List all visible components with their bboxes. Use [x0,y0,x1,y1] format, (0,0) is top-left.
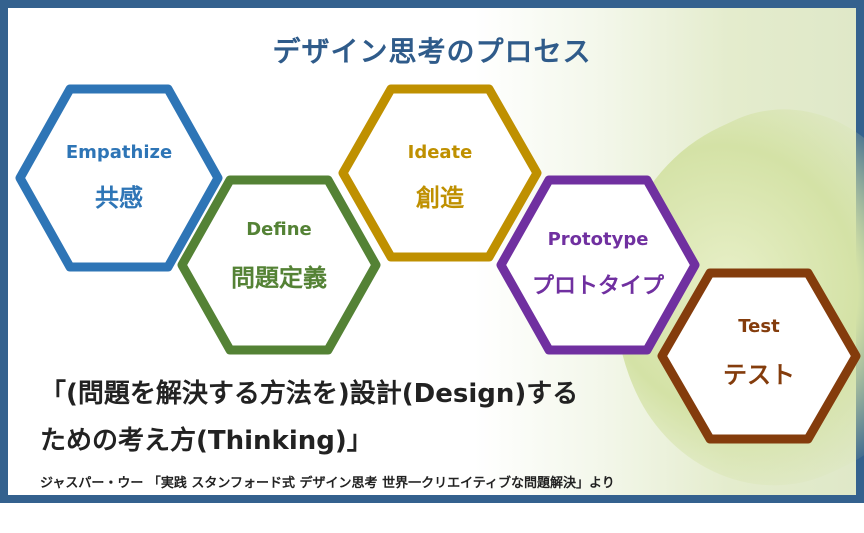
source-citation: ジャスパー・ウー 「実践 スタンフォード式 デザイン思考 世界一クリエイティブな… [40,476,615,491]
step-empathize-ja: 共感 [95,184,143,212]
step-test-en: Test [738,316,780,337]
step-prototype-en: Prototype [547,229,649,250]
quote-line-1: 「(問題を解決する方法を)設計(Design)する [40,379,579,409]
quote-line-2: ための考え方(Thinking)」 [40,426,373,456]
step-empathize-en: Empathize [65,142,173,163]
step-prototype-ja: プロトタイプ [531,274,664,299]
hex-empathize [15,84,223,272]
hex-prototype [496,175,700,355]
step-ideate-ja: 創造 [416,184,464,212]
process-hexagons [15,84,861,444]
step-test-ja: テスト [723,361,795,389]
hex-define [177,175,381,355]
step-define-ja: 問題定義 [231,264,327,292]
slide-title: デザイン思考のプロセス [272,35,592,68]
step-define-en: Define [246,219,312,240]
hex-test [657,268,861,444]
hex-ideate [338,84,542,262]
step-ideate-en: Ideate [407,142,473,163]
